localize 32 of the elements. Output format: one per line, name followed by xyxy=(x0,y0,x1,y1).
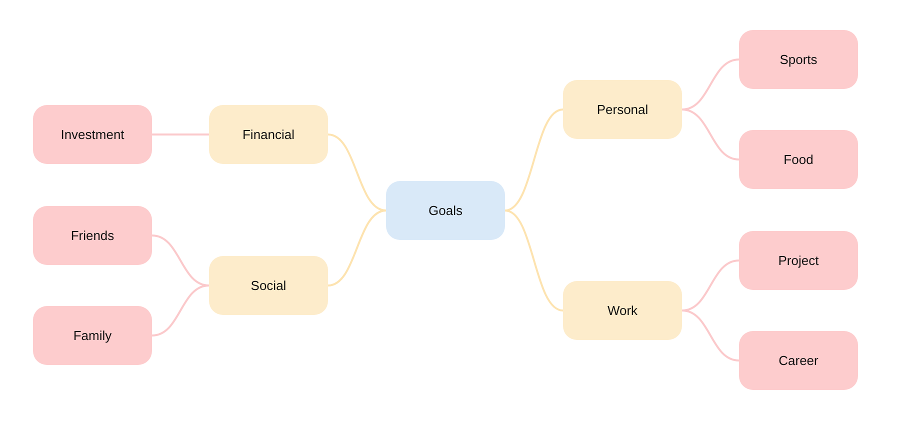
topic-box xyxy=(739,30,858,89)
topic-label: Investment xyxy=(60,127,124,142)
topic-box xyxy=(33,105,152,164)
connector-line xyxy=(152,134,209,136)
topic-box xyxy=(563,281,682,340)
topic-box xyxy=(33,206,152,265)
topic-box xyxy=(33,306,152,365)
topic-label: Food xyxy=(784,152,814,167)
connector-line xyxy=(504,108,564,212)
topic-label: Financial xyxy=(242,127,295,142)
topic-box xyxy=(739,231,858,290)
connector-line xyxy=(152,284,210,336)
topic-box xyxy=(386,181,505,240)
connector-line xyxy=(328,210,386,286)
topic-box xyxy=(209,256,328,315)
topic-box xyxy=(739,130,858,189)
connector-line xyxy=(682,310,740,362)
topic-label: Career xyxy=(778,353,818,368)
topic-label: Goals xyxy=(428,203,462,218)
topic-label: Family xyxy=(73,328,112,343)
connector-line xyxy=(682,108,740,160)
topic-box xyxy=(739,331,858,390)
topic-box xyxy=(209,105,328,164)
topic-label: Work xyxy=(607,303,638,318)
topic-box xyxy=(563,80,682,139)
topic-label: Personal xyxy=(596,102,648,117)
topic-label: Social xyxy=(250,278,286,293)
topic-label: Sports xyxy=(780,52,818,67)
topic-label: Project xyxy=(778,253,819,268)
connector-line xyxy=(328,134,386,212)
connector-line xyxy=(504,210,564,312)
topic-label: Friends xyxy=(70,228,114,243)
